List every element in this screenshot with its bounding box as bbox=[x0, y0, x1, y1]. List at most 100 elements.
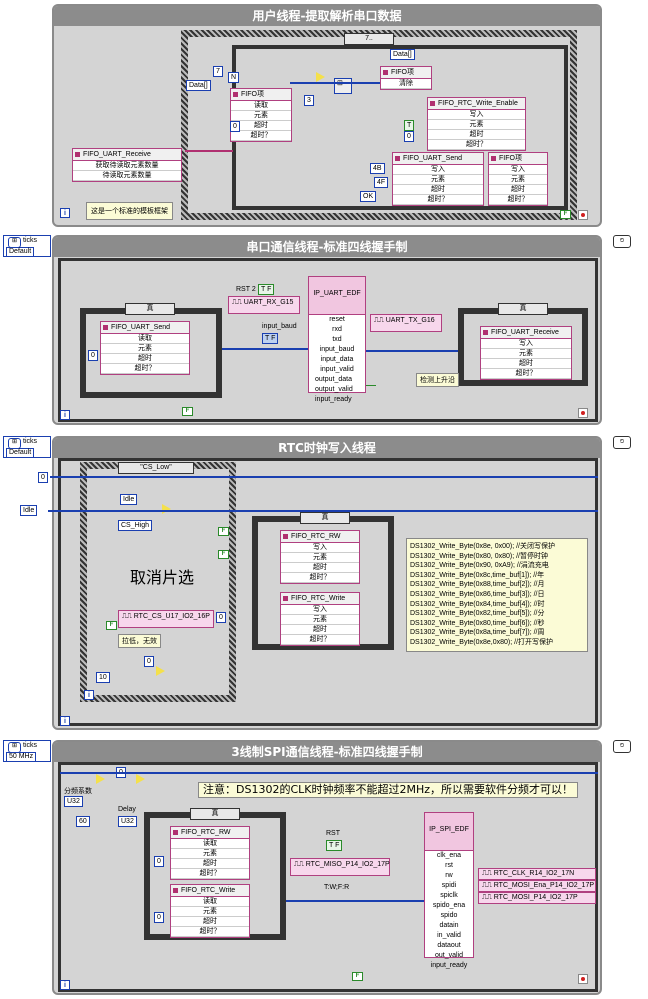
select-icon bbox=[162, 504, 171, 514]
ok-string-const[interactable]: OK bbox=[360, 191, 377, 202]
compare-icon bbox=[156, 666, 165, 676]
edge-detect-note: 检测上升沿 bbox=[416, 373, 459, 387]
rtc-miso-pin: ⎍⎍ RTC_MISO_P14_IO2_17P bbox=[290, 858, 390, 876]
idle-enum-const[interactable]: Idle bbox=[120, 494, 138, 505]
loop-iteration-icon: i bbox=[60, 980, 70, 990]
compare-icon bbox=[136, 774, 145, 784]
fifo-rtc-rw[interactable]: FIFO_RTC_RW 读取 元素 超时 超时？ bbox=[170, 826, 250, 880]
ip-spi-edf-node[interactable]: IP_SPI_EDF clk_ena rst rw spidi spiclk s… bbox=[424, 812, 474, 969]
waveform-icon: ⎍⎍ bbox=[482, 894, 494, 901]
while-loop bbox=[80, 462, 236, 702]
const-3[interactable]: 3 bbox=[304, 95, 314, 106]
rtc-mosi-pin: ⎍⎍ RTC_MOSI_P14_IO2_17P bbox=[478, 892, 596, 904]
const-10[interactable]: 10 bbox=[96, 672, 110, 683]
rtc-mosi-ena-pin: ⎍⎍ RTC_MOSI_Ena_P14_IO2_17P bbox=[478, 880, 596, 892]
bool-true-const[interactable]: T F bbox=[326, 840, 343, 851]
rw-mode-label: T:W;F:R bbox=[324, 884, 350, 891]
const-0[interactable]: 0 bbox=[144, 656, 154, 667]
const-0[interactable]: 0 bbox=[88, 350, 98, 361]
const-0[interactable]: 0 bbox=[154, 856, 164, 867]
rst-label: RST 2 bbox=[236, 286, 256, 293]
baud-const[interactable]: T F bbox=[262, 333, 279, 344]
panel-title: RTC时钟写入线程 bbox=[54, 438, 600, 458]
const-4f[interactable]: 4F bbox=[374, 177, 389, 188]
const-n-terminal: N bbox=[228, 72, 240, 83]
delay-label: Delay bbox=[118, 806, 136, 813]
bool-false-const: F bbox=[106, 621, 117, 630]
case-selector[interactable]: 真 bbox=[300, 512, 350, 524]
const-60[interactable]: 60 bbox=[76, 816, 90, 827]
const-0[interactable]: 0 bbox=[154, 912, 164, 923]
divider-label: 分频系数 bbox=[64, 788, 92, 795]
clock-warning-note: 注意：DS1302的CLK时钟频率不能超过2MHz，所以需要软件分频才可以！ bbox=[198, 782, 579, 798]
data-wire bbox=[50, 476, 598, 478]
case-selector[interactable]: "CS_Low" bbox=[118, 462, 194, 474]
clock-icon: ⏲ bbox=[613, 740, 631, 753]
stop-icon bbox=[578, 408, 588, 418]
case-selector[interactable]: 7.. bbox=[344, 33, 394, 45]
fifo-uart-send[interactable]: FIFO_UART_Send 读取 元素 超时 超时？ bbox=[100, 321, 190, 375]
const-7[interactable]: 7 bbox=[213, 66, 223, 77]
fifo-uart-send[interactable]: FIFO_UART_Send 写入 元素 超时 超时？ bbox=[392, 152, 484, 206]
fifo-rtc-rw[interactable]: FIFO_RTC_RW 写入 元素 超时 超时？ bbox=[280, 530, 360, 584]
const-0[interactable]: 0 bbox=[230, 121, 240, 132]
fifo-item-write[interactable]: FIFO项 写入 元素 超时 超时？ bbox=[488, 152, 548, 206]
stop-icon bbox=[578, 210, 588, 220]
clock-icon: ⏲ bbox=[613, 436, 631, 449]
divider-control[interactable]: U32 bbox=[64, 796, 83, 807]
cs-high-enum-const[interactable]: CS_High bbox=[118, 520, 153, 531]
input-baud-label: input_baud bbox=[262, 323, 297, 330]
stop-const: F bbox=[182, 407, 193, 416]
rtc-clk-pin: ⎍⎍ RTC_CLK_R14_IO2_17N bbox=[478, 868, 596, 880]
waveform-icon: ⎍⎍ bbox=[232, 299, 244, 306]
loop-iteration-icon: i bbox=[84, 690, 94, 700]
panel-title: 用户线程-提取解析串口数据 bbox=[54, 6, 600, 26]
loop-iteration-icon: i bbox=[60, 410, 70, 420]
fifo-item-read[interactable]: FIFO项 读取 元素 超时 超时？ bbox=[230, 88, 292, 142]
loop-iteration-icon: i bbox=[60, 208, 70, 218]
waveform-icon: ⎍⎍ bbox=[482, 870, 494, 877]
bool-true-const[interactable]: T bbox=[404, 120, 415, 131]
fifo-uart-receive[interactable]: FIFO_UART_Receive 写入 元素 超时 超时？ bbox=[480, 326, 572, 380]
fifo-item-clear[interactable]: FIFO项 清除 bbox=[380, 66, 432, 90]
stop-const: F bbox=[352, 972, 363, 981]
template-note: 这是一个标准的模板框架 bbox=[86, 202, 173, 220]
clock-icon: ⏲ bbox=[613, 235, 631, 248]
const-0[interactable]: 0 bbox=[38, 472, 48, 483]
data-wire bbox=[222, 348, 308, 350]
bool-true-const[interactable]: T F bbox=[258, 284, 275, 295]
const-0[interactable]: 0 bbox=[216, 612, 226, 623]
fifo-rtc-write[interactable]: FIFO_RTC_Write 读取 元素 超时 超时？ bbox=[170, 884, 250, 938]
fifo-rtc-write[interactable]: FIFO_RTC_Write 写入 元素 超时 超时？ bbox=[280, 592, 360, 646]
cancel-cs-label: 取消片选 bbox=[130, 568, 195, 587]
idle-enum-control[interactable]: Idle bbox=[20, 505, 38, 516]
ip-uart-edf-node[interactable]: IP_UART_EDF reset rxd txd input_baud inp… bbox=[308, 276, 366, 403]
bool-false-const: F bbox=[218, 550, 229, 559]
fifo-uart-receive[interactable]: FIFO_UART_Receive 获取待读取元素数量 待读取元素数量 bbox=[72, 148, 182, 182]
compare-icon bbox=[96, 774, 105, 784]
data-wire bbox=[366, 350, 458, 352]
case-selector[interactable]: 真 bbox=[190, 808, 240, 820]
const-4b[interactable]: 4B bbox=[370, 163, 385, 174]
stop-const: F bbox=[560, 210, 571, 219]
rtc-cs-pin: ⎍⎍ RTC_CS_U17_IO2_16P bbox=[118, 610, 214, 628]
case-selector[interactable]: 真 bbox=[125, 303, 175, 315]
fifo-rtc-write-enable[interactable]: FIFO_RTC_Write_Enable 写入 元素 超时 超时？ bbox=[427, 97, 526, 151]
const-0[interactable]: 0 bbox=[404, 131, 414, 142]
data-wire bbox=[60, 772, 598, 774]
delay-type: U32 bbox=[118, 816, 137, 827]
waveform-icon: ⎍⎍ bbox=[294, 861, 306, 868]
loop-iteration-icon: i bbox=[60, 716, 70, 726]
compare-icon bbox=[316, 72, 325, 82]
uart-rx-pin: ⎍⎍ UART_RX_G15 bbox=[228, 296, 300, 314]
data-wire bbox=[185, 150, 233, 152]
waveform-icon: ⎍⎍ bbox=[122, 613, 134, 620]
uart-tx-pin: ⎍⎍ UART_TX_G16 bbox=[370, 314, 442, 332]
ds1302-code-comment: DS1302_Write_Byte(0x8e, 0x00); //关闭写保护 D… bbox=[406, 538, 588, 652]
case-selector[interactable]: 真 bbox=[498, 303, 548, 315]
bool-false-const: F bbox=[218, 527, 229, 536]
select-node: ⊞ bbox=[334, 78, 352, 94]
